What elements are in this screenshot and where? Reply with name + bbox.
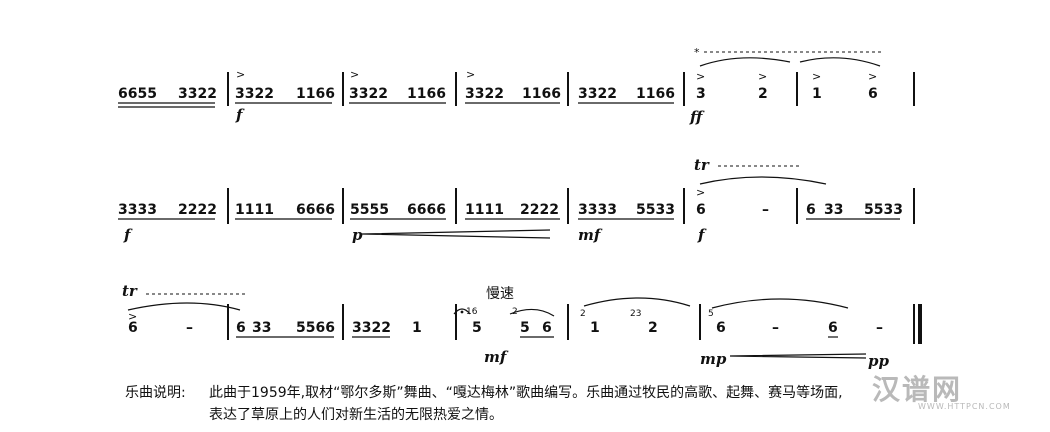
dynamic-mark: pp (868, 352, 889, 370)
note-group: 5555 (350, 202, 389, 218)
note: 6 (128, 320, 138, 336)
note: 2 (758, 86, 768, 102)
dash-extension: – (762, 202, 769, 218)
note-group: 3322 (235, 86, 274, 102)
note-group: 2222 (520, 202, 559, 218)
dash-extension: – (186, 320, 193, 336)
note: 6 (696, 202, 706, 218)
trill-mark: tr (122, 282, 138, 300)
note: 2 (648, 320, 658, 336)
grace-note: 23 (630, 309, 641, 319)
note-group: 3322 (352, 320, 391, 336)
svg-text:>: > (696, 186, 705, 199)
note: 1 (590, 320, 600, 336)
dash-extension: – (876, 320, 883, 336)
note-group: 1166 (636, 86, 675, 102)
note-group: 33 (252, 320, 271, 336)
note-group: 1111 (235, 202, 274, 218)
score-row-3: tr > 6 – 6 33 5566 3322 1 慢速 16 5 2 5 6 … (122, 282, 922, 370)
note-group: 1166 (522, 86, 561, 102)
svg-text:>: > (868, 70, 877, 83)
note-group: 3322 (578, 86, 617, 102)
description-text: 表达了草原上的人们对新生活的无限热爱之情。 (209, 407, 503, 423)
watermark-logo: 汉谱网 WWW.HTTPCN.COM (872, 368, 1010, 411)
note: 5 (472, 320, 482, 336)
note: 6 (828, 320, 838, 336)
watermark-url: WWW.HTTPCN.COM (918, 402, 1011, 411)
dynamic-mark: mf (578, 226, 603, 244)
note-group: 6655 (118, 86, 157, 102)
note-group: 3322 (178, 86, 217, 102)
dynamic-mark: f (697, 226, 707, 244)
grace-note: 5 (708, 309, 714, 319)
description-label: 乐曲说明: (125, 385, 186, 401)
dash-extension: – (772, 320, 779, 336)
grace-note: 2 (580, 309, 586, 319)
note-group: 1166 (296, 86, 335, 102)
score-row-1: 6655 3322 3322 1166 3322 1166 3322 1166 … (118, 46, 915, 126)
note-group: 33 (824, 202, 843, 218)
note-group: 2222 (178, 202, 217, 218)
dynamic-mark: p (352, 226, 363, 244)
note: 6 (542, 320, 552, 336)
octave-mark: * (694, 46, 700, 59)
note-group: 3333 (578, 202, 617, 218)
note-group: 6666 (296, 202, 335, 218)
note-group: 6666 (407, 202, 446, 218)
note: 3 (696, 86, 706, 102)
dynamic-mark: f (235, 106, 245, 124)
note-group: 3333 (118, 202, 157, 218)
svg-text:>: > (350, 68, 359, 81)
note: 1 (412, 320, 422, 336)
svg-text:>: > (466, 68, 475, 81)
note: 1 (812, 86, 822, 102)
note-group: 5533 (864, 202, 903, 218)
score-row-2: 3333 2222 1111 6666 5555 6666 1111 2222 … (118, 156, 915, 244)
note-group: 1111 (465, 202, 504, 218)
trill-mark: tr (694, 156, 710, 174)
svg-text:>: > (696, 70, 705, 83)
note-group: 1166 (407, 86, 446, 102)
note: 6 (716, 320, 726, 336)
note: 5 (520, 320, 530, 336)
svg-text:>: > (236, 68, 245, 81)
dynamic-mark: mf (484, 348, 509, 366)
svg-text:>: > (128, 310, 137, 323)
note-group: 5566 (296, 320, 335, 336)
note: 6 (868, 86, 878, 102)
note-group: 3322 (465, 86, 504, 102)
dynamic-mark: mp (700, 350, 727, 368)
svg-text:>: > (758, 70, 767, 83)
note: 6 (236, 320, 246, 336)
description-text: 此曲于1959年,取材“鄂尔多斯”舞曲、“嘎达梅林”歌曲编写。乐曲通过牧民的高歌… (209, 385, 843, 401)
dynamic-mark: ff (689, 108, 705, 126)
svg-text:>: > (812, 70, 821, 83)
dynamic-mark: f (123, 226, 133, 244)
watermark-text: 汉谱网 (872, 373, 963, 406)
tempo-marking: 慢速 (486, 285, 514, 302)
note: 6 (806, 202, 816, 218)
note-group: 3322 (349, 86, 388, 102)
grace-note: 16 (466, 307, 478, 317)
note-group: 5533 (636, 202, 675, 218)
